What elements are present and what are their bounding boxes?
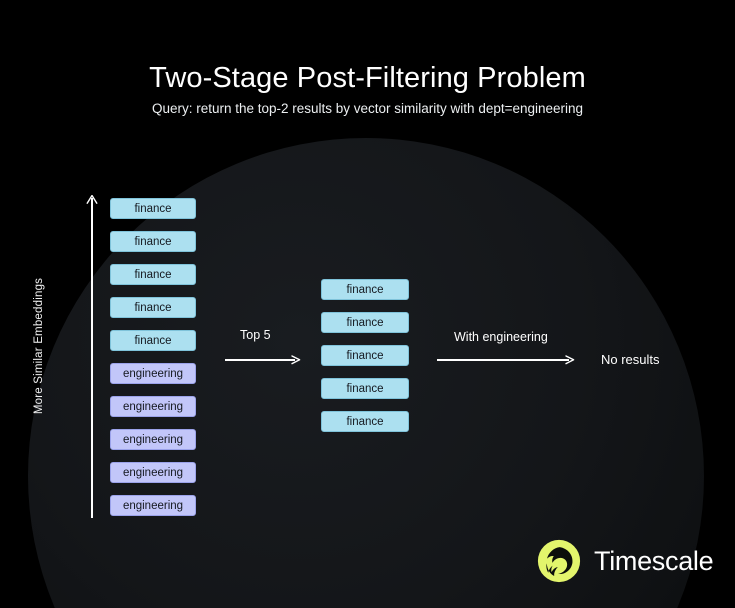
filter-arrow-icon xyxy=(437,355,577,365)
timescale-logo: Timescale xyxy=(536,537,714,585)
pill-engineering: engineering xyxy=(110,429,196,450)
page-subtitle: Query: return the top-2 results by vecto… xyxy=(151,101,584,116)
pill-finance: finance xyxy=(321,312,409,333)
pill-engineering: engineering xyxy=(110,396,196,417)
pill-finance: finance xyxy=(321,411,409,432)
filter-arrow-label: With engineering xyxy=(454,330,548,344)
pill-finance: finance xyxy=(321,345,409,366)
pill-engineering: engineering xyxy=(110,462,196,483)
axis-arrow-up-icon xyxy=(86,192,98,204)
outcome-text: No results xyxy=(601,352,660,367)
pill-finance: finance xyxy=(321,378,409,399)
pill-finance: finance xyxy=(110,297,196,318)
top5-arrow-icon xyxy=(225,355,303,365)
similarity-axis-label: More Similar Embeddings xyxy=(33,277,45,415)
pill-finance: finance xyxy=(321,279,409,300)
timescale-wordmark: Timescale xyxy=(594,545,714,576)
page-title: Two-Stage Post-Filtering Problem xyxy=(149,62,586,94)
pill-finance: finance xyxy=(110,264,196,285)
top5-arrow-label: Top 5 xyxy=(240,328,271,342)
pill-engineering: engineering xyxy=(110,363,196,384)
pill-finance: finance xyxy=(110,198,196,219)
pill-finance: finance xyxy=(110,330,196,351)
timescale-mark-icon xyxy=(537,539,581,583)
pill-finance: finance xyxy=(110,231,196,252)
pill-engineering: engineering xyxy=(110,495,196,516)
similarity-axis-line xyxy=(91,198,93,518)
